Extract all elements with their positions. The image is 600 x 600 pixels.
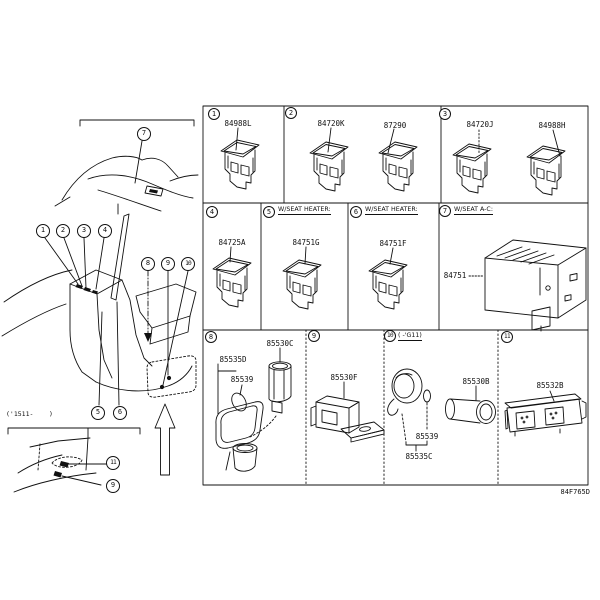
part-number-85535D[interactable]: 85535D — [219, 355, 247, 364]
grid-border — [202, 105, 589, 486]
cell-badge-10[interactable]: 10 — [384, 330, 396, 342]
part-number-84988H[interactable]: 84988H — [538, 121, 566, 130]
cell-badge-11[interactable]: 11 — [501, 331, 513, 343]
figure-code: 84F765D — [560, 488, 590, 496]
cell-badge-5[interactable]: 5 — [263, 206, 275, 218]
callout-10[interactable]: 10 — [181, 257, 195, 271]
part-number-84988L[interactable]: 84988L — [224, 119, 252, 128]
cell-badge-1[interactable]: 1 — [208, 108, 220, 120]
part-number-84751[interactable]: 84751 — [443, 271, 467, 280]
callout-3[interactable]: 3 — [77, 224, 91, 238]
callout-9[interactable]: 9 — [161, 257, 175, 271]
callout-8[interactable]: 8 — [141, 257, 155, 271]
part-number-84720J[interactable]: 84720J — [466, 120, 494, 129]
cell-badge-4[interactable]: 4 — [206, 206, 218, 218]
part-number-85530C[interactable]: 85530C — [266, 339, 294, 348]
cell-badge-3[interactable]: 3 — [439, 108, 451, 120]
cell-6-condition-label: W/SEAT HEATER: — [365, 206, 418, 215]
cell-badge-2[interactable]: 2 — [285, 107, 297, 119]
callout-5[interactable]: 5 — [91, 406, 105, 420]
part-number-85530B[interactable]: 85530B — [462, 377, 490, 386]
cell-7-condition-label: W/SEAT A-C: — [454, 206, 493, 215]
cell-5-condition-label: W/SEAT HEATER: — [278, 206, 331, 215]
callout-7[interactable]: 7 — [137, 127, 151, 141]
cell-badge-8[interactable]: 8 — [205, 331, 217, 343]
part-number-84751F[interactable]: 84751F — [379, 239, 407, 248]
callout-11[interactable]: 11 — [106, 456, 120, 470]
part-number-84751G[interactable]: 84751G — [292, 238, 320, 247]
callout-1[interactable]: 1 — [36, 224, 50, 238]
part-number-85535C[interactable]: 85535C — [405, 452, 433, 461]
cell-badge-7[interactable]: 7 — [439, 205, 451, 217]
part-number-84720K[interactable]: 84720K — [317, 119, 345, 128]
part-number-85532B[interactable]: 85532B — [536, 381, 564, 390]
cell-badge-6[interactable]: 6 — [350, 206, 362, 218]
part-number-85539-a[interactable]: 85539 — [230, 375, 254, 384]
callout-2[interactable]: 2 — [56, 224, 70, 238]
callout-6[interactable]: 6 — [113, 406, 127, 420]
cell-10-condition-label: ( -'G11) — [398, 332, 422, 341]
production-date-note: ('1511- ) — [6, 410, 53, 418]
part-number-85539-b[interactable]: 85539 — [415, 432, 439, 441]
part-number-84725A[interactable]: 84725A — [218, 238, 246, 247]
part-number-87290[interactable]: 87290 — [383, 121, 407, 130]
callout-9-inset[interactable]: 9 — [106, 479, 120, 493]
part-number-85530F[interactable]: 85530F — [330, 373, 358, 382]
cell-badge-9[interactable]: 9 — [308, 330, 320, 342]
callout-4[interactable]: 4 — [98, 224, 112, 238]
